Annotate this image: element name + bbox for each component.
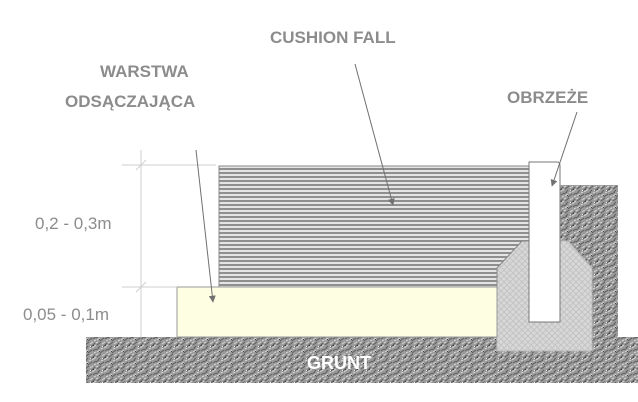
drainage-label-line2: ODSĄCZAJĄCA — [65, 92, 195, 111]
curb — [528, 161, 561, 323]
curb-label: OBRZEŻE — [507, 88, 588, 107]
dimension-lines — [122, 150, 216, 337]
drainage-thickness-label: 0,05 - 0,1m — [23, 305, 109, 324]
cushion-thickness-label: 0,2 - 0,3m — [35, 214, 112, 233]
drainage-layer — [176, 286, 498, 338]
ground-label: GRUNT — [307, 353, 371, 373]
cushion-fall-leader — [354, 63, 395, 206]
curb-leader — [550, 111, 578, 187]
drainage-label-line1: WARSTWA — [100, 62, 189, 81]
cushion-fall-layer — [218, 165, 530, 288]
drainage-leader — [195, 149, 216, 303]
cushion-fall-label: CUSHION FALL — [270, 28, 396, 47]
